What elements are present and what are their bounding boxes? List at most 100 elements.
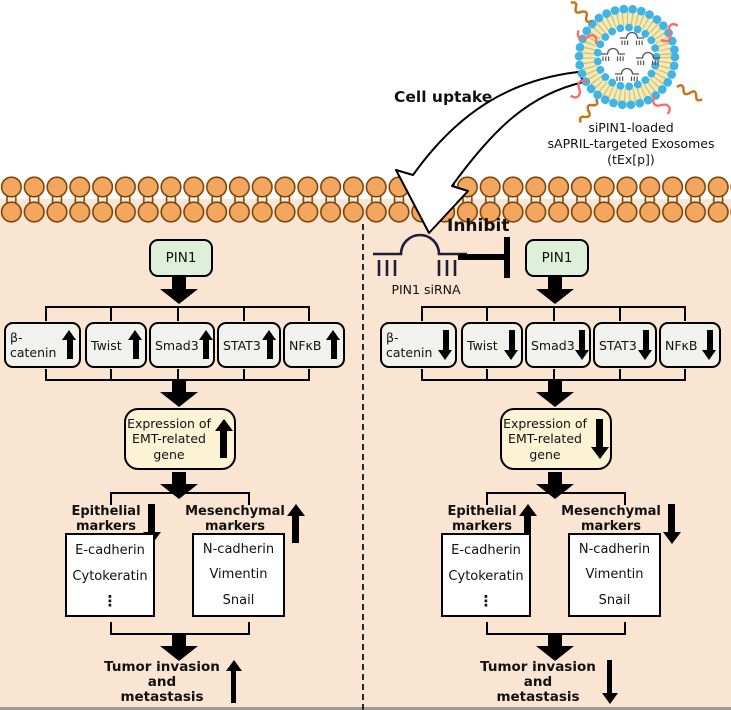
title-line: markers	[205, 519, 265, 534]
ellipsis-dots: ⋮	[478, 592, 494, 611]
factor-label: NFκB	[665, 337, 698, 353]
inhibit-label: Inhibit	[447, 216, 510, 236]
epithelial-markers-box: E-cadherin Cytokeratin ⋮	[441, 533, 531, 617]
factor-box-smad3: Smad3	[525, 322, 591, 368]
bottom-border	[0, 707, 731, 710]
up-arrow-icon	[62, 330, 77, 360]
up-arrow-icon	[214, 419, 233, 459]
flow-down-arrow-icon	[160, 380, 198, 407]
emt-line1: Expression of	[503, 415, 587, 431]
epithelial-title: Epithelial markers	[447, 504, 516, 534]
split-bracket	[110, 492, 250, 505]
marker-item: E-cadherin	[75, 542, 145, 558]
marker-item: Cytokeratin	[448, 568, 524, 584]
emt-line2: EMT-related	[132, 431, 206, 447]
up-arrow-icon	[326, 330, 341, 360]
factor-label: β-catenin	[10, 330, 57, 360]
marker-item: N-cadherin	[578, 542, 651, 558]
factor-label: STAT3	[599, 337, 637, 353]
title-line: Mesenchymal	[561, 504, 661, 519]
exosome-caption-line3: (tEx[p])	[607, 152, 655, 167]
title-line: Mesenchymal	[185, 504, 285, 519]
pin1-node: PIN1	[525, 239, 589, 277]
emt-line3: gene	[153, 446, 185, 462]
epithelial-markers-label: Epithelial markers	[446, 504, 538, 544]
outcome-line: Tumor invasion	[480, 659, 596, 675]
down-arrow-icon	[702, 330, 717, 360]
flow-down-arrow-icon	[160, 634, 198, 661]
fanout-bracket	[421, 306, 686, 321]
title-line: Epithelial	[71, 504, 141, 519]
factor-box-twist: Twist	[85, 322, 147, 368]
emt-line3: gene	[529, 446, 561, 462]
outcome-text: Tumor invasion and metastasis	[480, 660, 596, 705]
outcome-line: metastasis	[120, 689, 204, 705]
factor-label: Smad3	[155, 337, 199, 353]
inhibition-bar-icon	[504, 237, 510, 278]
down-arrow-icon	[438, 330, 453, 360]
ellipsis-dots: ⋮	[102, 592, 118, 611]
factor-label: β-catenin	[386, 330, 433, 360]
outcome-line: and	[147, 674, 177, 690]
flow-down-arrow-icon	[160, 277, 198, 304]
inhibition-bar-icon	[458, 254, 506, 260]
down-arrow-icon	[590, 419, 609, 459]
emt-line2: EMT-related	[508, 431, 582, 447]
mesenchymal-markers-box: N-cadherin Vimentin Snail	[192, 533, 285, 617]
factor-box-stat3: STAT3	[593, 322, 657, 368]
sirna-symbol	[373, 233, 467, 276]
mesenchymal-markers-label: Mesenchymal markers	[185, 504, 305, 544]
emt-expression-text: Expression of EMT-related gene	[127, 416, 211, 463]
flow-down-arrow-icon	[160, 472, 198, 499]
marker-item: Snail	[598, 592, 631, 608]
outcome-line: metastasis	[496, 689, 580, 705]
epithelial-title: Epithelial markers	[71, 504, 140, 534]
up-arrow-icon	[225, 660, 242, 704]
factor-label: Twist	[91, 337, 122, 353]
exosome-caption-line1: siPIN1-loaded	[588, 120, 674, 135]
down-arrow-icon	[638, 330, 653, 360]
marker-item: N-cadherin	[202, 542, 275, 558]
cell-uptake-label: Cell uptake	[394, 88, 493, 106]
title-line: Epithelial	[447, 504, 517, 519]
fanout-bracket	[45, 306, 310, 321]
emt-expression-text: Expression of EMT-related gene	[503, 416, 587, 463]
factor-box-twist: Twist	[461, 322, 523, 368]
factor-box-nfkb: NFκB	[659, 322, 721, 368]
split-bracket	[486, 492, 626, 505]
exosome-illustration	[395, 0, 705, 234]
up-arrow-icon	[518, 504, 537, 544]
right-flow: PIN1 β-catenin Twist Smad3	[376, 222, 731, 710]
title-line: markers	[451, 519, 512, 534]
emt-expression-node: Expression of EMT-related gene	[124, 408, 236, 470]
pin1-label: PIN1	[165, 250, 197, 266]
cell-membrane	[0, 176, 731, 223]
mesenchymal-title: Mesenchymal markers	[185, 504, 285, 534]
mesenchymal-title: Mesenchymal markers	[561, 504, 661, 534]
factor-box-beta-catenin: β-catenin	[4, 322, 81, 368]
panel-pin1-silenced: Inhibit PIN1 siRNA PIN1 β-catenin Twi	[363, 216, 731, 710]
up-arrow-icon	[128, 330, 143, 360]
pin1-label: PIN1	[541, 250, 573, 266]
panel-divider	[362, 224, 364, 710]
sirna-label: PIN1 siRNA	[391, 282, 461, 297]
up-arrow-icon	[198, 330, 214, 360]
pin1-node: PIN1	[149, 239, 213, 277]
marker-item: E-cadherin	[451, 542, 521, 558]
outcome-block: Tumor invasion and metastasis	[78, 660, 268, 705]
flow-down-arrow-icon	[536, 472, 574, 499]
up-arrow-icon	[262, 330, 277, 360]
down-arrow-icon	[601, 660, 618, 704]
title-line: markers	[75, 519, 136, 534]
outcome-line: and	[523, 674, 553, 690]
mesenchymal-markers-label: Mesenchymal markers	[561, 504, 681, 544]
marker-item: Snail	[222, 592, 255, 608]
down-arrow-icon	[504, 330, 519, 360]
outcome-line: Tumor invasion	[104, 659, 220, 675]
factor-label: STAT3	[223, 337, 261, 353]
factor-box-stat3: STAT3	[217, 322, 281, 368]
cell-uptake-arrow-icon	[395, 71, 585, 234]
factor-label: Twist	[467, 337, 498, 353]
factor-label: NFκB	[289, 337, 322, 353]
